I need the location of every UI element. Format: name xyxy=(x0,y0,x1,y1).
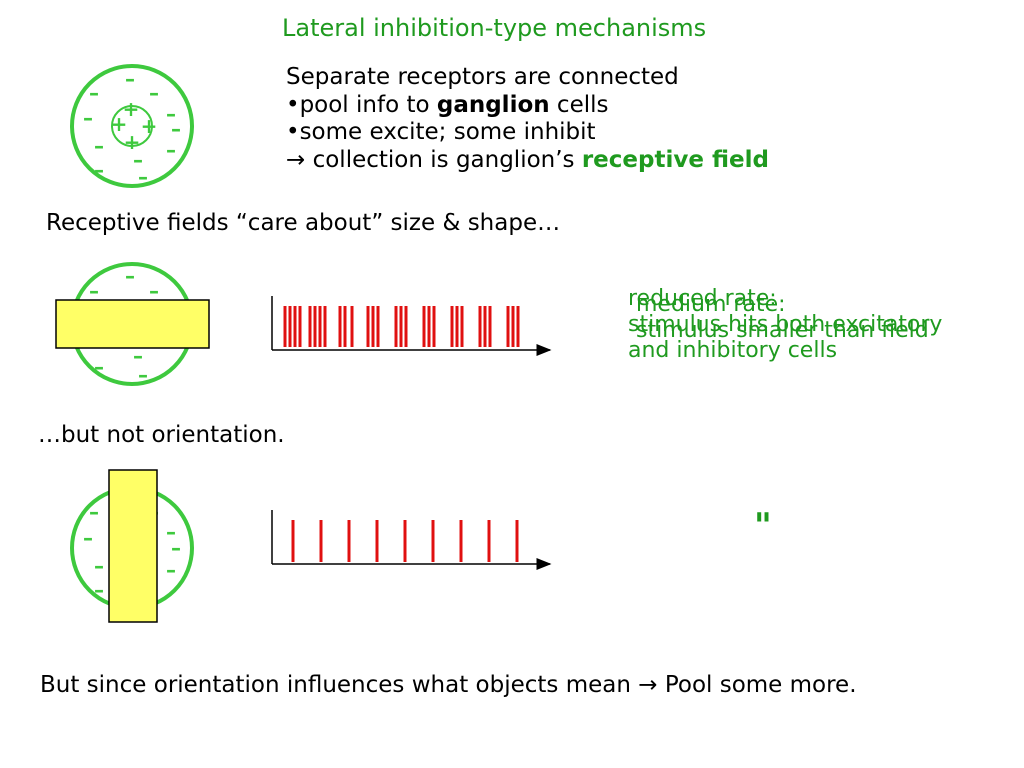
subtitle-size-shape: Receptive fields “care about” size & sha… xyxy=(46,210,561,236)
spikes-dense xyxy=(283,306,520,347)
minus-sign-icons: – – – – – – – – – – – xyxy=(83,67,181,189)
svg-text:+: + xyxy=(123,97,140,121)
svg-text:–: – xyxy=(133,148,143,172)
svg-text:–: – xyxy=(89,81,99,105)
plus-sign-icons: + + + + xyxy=(111,97,158,154)
inner-circle xyxy=(111,105,153,147)
intro-line-2: •pool info to ganglion cells xyxy=(286,91,609,118)
receptive-field-diagram-1: + + + + – – – – – – – – – – – xyxy=(70,64,194,189)
page-title: Lateral inhibition-type mechanisms xyxy=(282,14,707,42)
footer-text: But since orientation influences what ob… xyxy=(40,672,857,698)
intro-text: Separate receptors are connected •pool i… xyxy=(286,64,769,174)
svg-text:–: – xyxy=(125,67,135,91)
svg-text:–: – xyxy=(94,158,104,182)
svg-text:–: – xyxy=(89,279,99,303)
svg-text:–: – xyxy=(138,165,148,189)
svg-text:+: + xyxy=(141,114,158,138)
spike-train-graph-2 xyxy=(271,510,552,570)
svg-text:–: – xyxy=(94,134,104,158)
svg-text:–: – xyxy=(83,106,93,130)
svg-text:–: – xyxy=(133,344,143,368)
note-reduced-rate: reduced rate: stimulus hits both excitat… xyxy=(628,286,943,363)
right-arrow-icon: → xyxy=(286,146,306,173)
intro-line-3: •some excite; some inhibit xyxy=(286,119,596,145)
spikes-sparse xyxy=(291,520,519,562)
spike-train-graph-1 xyxy=(271,296,552,356)
svg-text:–: – xyxy=(166,138,176,162)
svg-text:–: – xyxy=(125,264,135,288)
intro-line-4: → collection is ganglion’s receptive fie… xyxy=(286,146,769,173)
svg-text:–: – xyxy=(94,578,104,602)
svg-text:+: + xyxy=(111,112,128,136)
svg-text:–: – xyxy=(171,117,181,141)
svg-text:–: – xyxy=(138,363,148,387)
svg-text:–: – xyxy=(149,81,159,105)
outer-circle xyxy=(70,64,194,188)
svg-text:–: – xyxy=(83,526,93,550)
note-medium-rate: medium rate: stimulus smaller than field xyxy=(636,292,929,343)
svg-text:–: – xyxy=(166,102,176,126)
svg-text:–: – xyxy=(171,536,181,560)
svg-text:–: – xyxy=(149,279,159,303)
vertical-bar-stimulus xyxy=(108,469,158,623)
svg-text:–: – xyxy=(166,520,176,544)
receptive-field-diagram-2: – – – – – – – xyxy=(55,262,210,387)
svg-text:–: – xyxy=(94,355,104,379)
intro-line-1: Separate receptors are connected xyxy=(286,64,679,90)
svg-text:–: – xyxy=(89,500,99,524)
svg-text:+: + xyxy=(124,130,141,154)
receptive-field-diagram-3: – – – – – – – – xyxy=(70,469,194,623)
ditto-mark: " xyxy=(754,506,772,546)
svg-text:–: – xyxy=(166,558,176,582)
svg-text:–: – xyxy=(94,554,104,578)
subtitle-orientation: …but not orientation. xyxy=(38,422,285,448)
horizontal-bar-stimulus xyxy=(55,299,210,349)
